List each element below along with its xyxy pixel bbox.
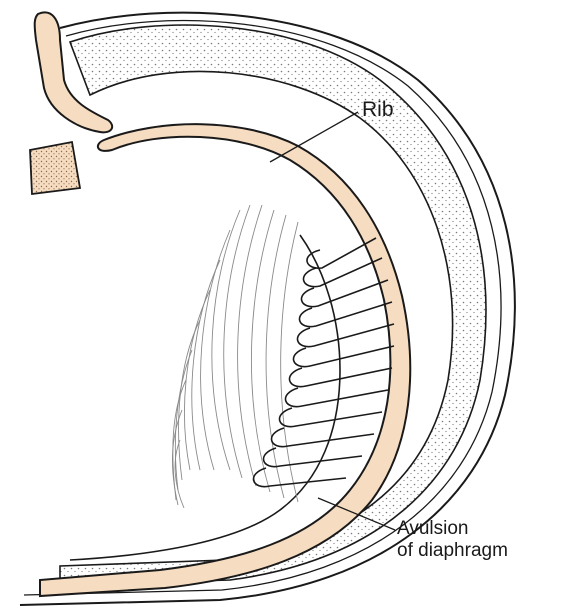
- vertebral-body: [30, 142, 80, 194]
- skin-inner-line: [24, 21, 501, 595]
- rib-leader-line: [270, 112, 358, 162]
- diaphragm-muscle: [172, 205, 298, 508]
- avulsion-label: Avulsion of diaphragm: [397, 518, 508, 562]
- sutures: [254, 238, 394, 487]
- soft-tissue-layer: [60, 25, 486, 585]
- avulsion-label-line2: of diaphragm: [397, 540, 508, 562]
- pleura-line: [70, 235, 340, 560]
- avulsion-label-line1: Avulsion: [397, 518, 508, 540]
- skin-outer-line: [20, 13, 515, 605]
- rib-label: Rib: [362, 98, 394, 122]
